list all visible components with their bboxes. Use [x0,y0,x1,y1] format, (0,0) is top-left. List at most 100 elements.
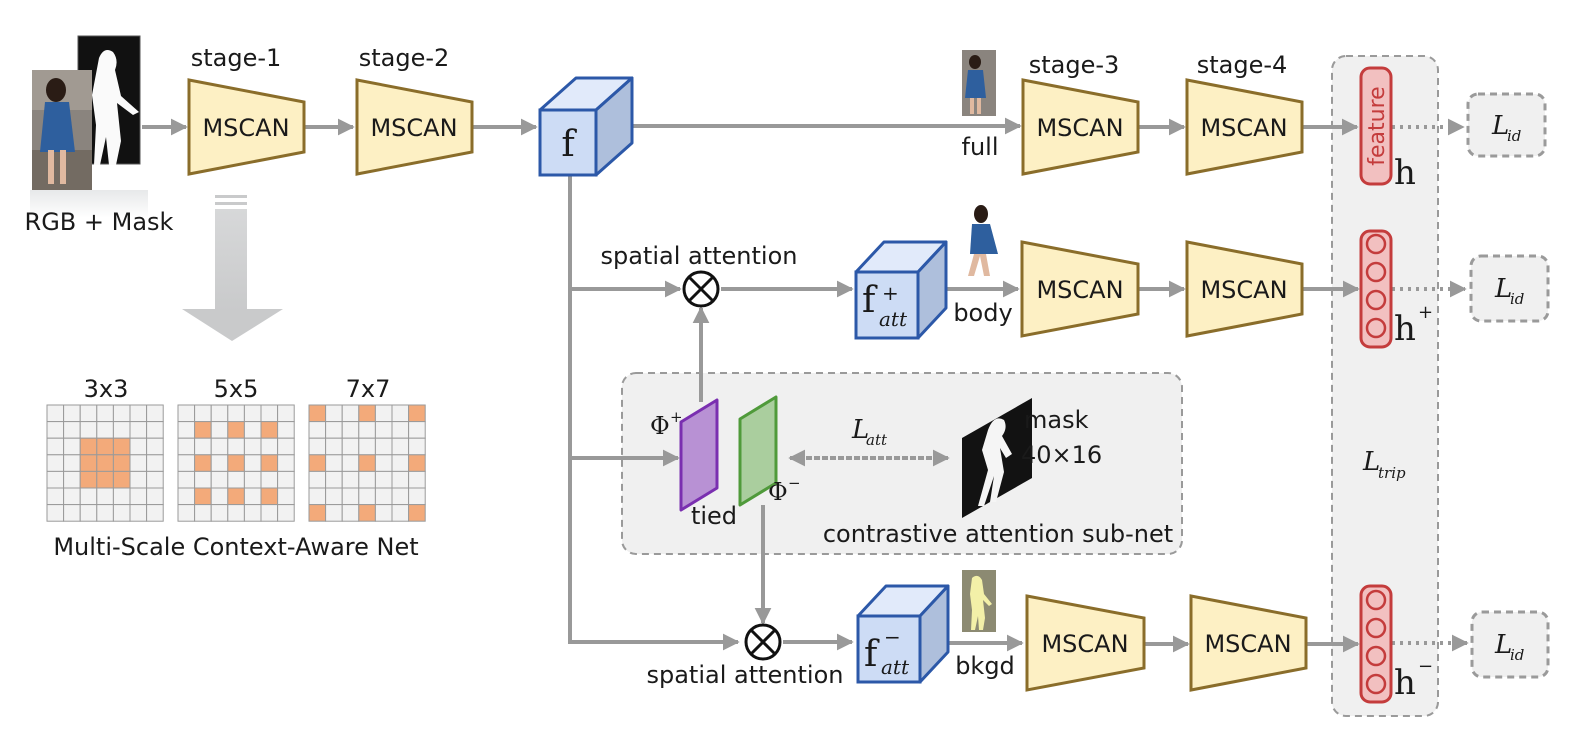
stage-4-label: stage-4 [1197,51,1288,79]
mscan-stage1: MSCAN [187,78,306,176]
multiply-node-body [682,270,720,308]
kernel-cell [129,454,148,472]
thumbnail-bkgd [962,570,996,632]
kernel-cell [79,487,98,506]
kernel-cell [177,421,196,439]
kernel-cell [341,437,360,456]
kernel-cell [341,504,360,522]
kernel-cell [79,421,98,439]
kernel-cell [308,437,327,456]
kernel-cell [374,404,393,423]
f-att-plus-sup: + [882,281,899,305]
kernel-cell [129,404,148,423]
loss-arrows [788,118,1469,652]
l-id-sub: id [1507,127,1521,145]
kernel-cell [227,504,245,522]
kernel-cell [112,504,131,522]
kernel-label-7x7: 7x7 [346,375,391,403]
kernel-active-cell [308,504,327,522]
mscan-stage4-body: MSCAN [1185,240,1304,338]
kernel-cell [194,437,212,456]
phi-minus-symbol: Φ [768,478,788,506]
kernel-cell [341,470,360,489]
mask-size-label: 40×16 [1021,441,1102,469]
mscan-label: MSCAN [202,114,289,142]
feature-vector-h-plus [1359,229,1393,349]
kernel-cell [177,454,196,472]
kernel-cell [374,454,393,472]
f-att-minus-sup: − [884,625,901,649]
kernel-active-cell [194,454,212,472]
kernel-cell [341,404,360,423]
kernel-cell [46,404,65,423]
h-minus-sup: − [1418,656,1433,677]
kernel-cell [374,487,393,506]
kernel-cell [46,470,65,489]
kernel-cell [129,470,148,489]
phi-plus-sup: + [670,408,683,426]
l-trip-base: L [1362,447,1380,477]
kernel-grids [46,404,426,522]
kernel-cell [146,454,164,472]
kernel-cell [210,437,229,456]
kernel-active-cell [194,487,212,506]
kernel-cell [325,421,343,439]
kernel-cell [210,470,229,489]
kernel-cell [79,404,98,423]
kernel-cell [358,487,376,506]
kernel-active-cell [79,437,98,456]
kernel-cell [277,504,295,522]
kernel-cell [374,470,393,489]
contrastive-subnet-label: contrastive attention sub-net [823,520,1173,548]
mscan-label: MSCAN [1036,114,1123,142]
mscan-stage3-bkgd: MSCAN [1025,594,1146,692]
mscan-stage3-full: MSCAN [1021,78,1140,176]
kernel-cell [243,404,262,423]
kernel-active-cell [260,421,279,439]
thumbnail-full [962,50,996,116]
kernel-cell [96,404,114,423]
kernel-cell [243,454,262,472]
kernel-active-cell [260,454,279,472]
kernel-cell [63,421,81,439]
kernel-active-cell [408,504,426,522]
kernel-cell [325,470,343,489]
kernel-cell [146,421,164,439]
kernel-label-5x5: 5x5 [214,375,259,403]
kernel-cell [277,454,295,472]
l-trip-sub: trip [1378,464,1406,482]
kernel-cell [391,487,410,506]
kernel-cell [46,421,65,439]
kernel-cell [391,470,410,489]
kernel-cell [374,421,393,439]
mscan-label: MSCAN [1200,276,1287,304]
kernel-cell [194,404,212,423]
mscan-caption: Multi-Scale Context-Aware Net [53,533,418,561]
l-att-base: L [851,415,869,445]
mscan-label: MSCAN [1200,114,1287,142]
l-id-sub: id [1510,290,1524,308]
feature-vector-h: feature [1359,66,1393,186]
kernel-cell [79,504,98,522]
kernel-cell [260,504,279,522]
kernel-cell [408,421,426,439]
stage-3-label: stage-3 [1029,51,1120,79]
kernel-cell [210,404,229,423]
stage-2-label: stage-2 [359,44,450,72]
kernel-cell [210,487,229,506]
kernel-cell [277,487,295,506]
kernel-cell [358,421,376,439]
kernel-cell [277,421,295,439]
kernel-cell [277,470,295,489]
f-att-minus-base: f [864,634,880,675]
kernel-cell [260,437,279,456]
mscan-stage2: MSCAN [355,78,474,176]
mscan-stage4-bkgd: MSCAN [1189,594,1308,692]
kernel-cell [391,404,410,423]
kernel-cell [374,437,393,456]
kernel-cell [146,504,164,522]
mscan-stage3-body: MSCAN [1020,240,1140,338]
kernel-cell [112,404,131,423]
kernel-cell [408,487,426,506]
kernel-cell [177,487,196,506]
